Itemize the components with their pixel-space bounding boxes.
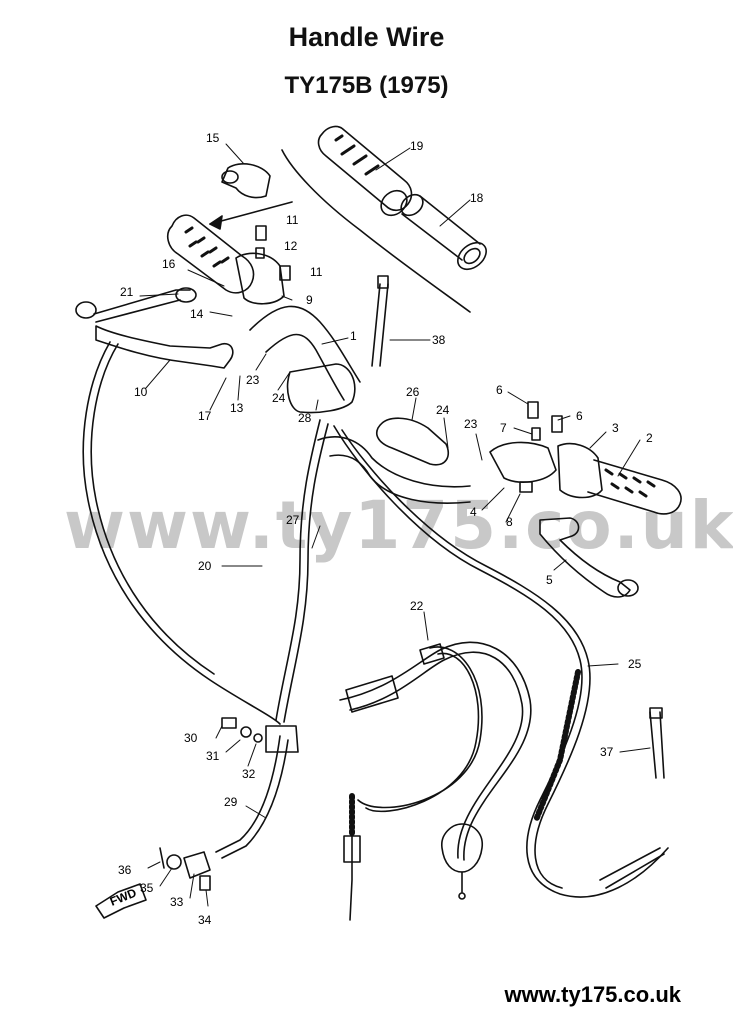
lever-5-ball-end [617,579,639,597]
spacer-12 [255,247,265,259]
pointer-arrow-line [209,201,293,225]
page-title: Handle Wire [288,22,445,52]
front-brake-lever-5 [539,517,631,598]
callout-11: 11 [310,265,323,279]
callout-34: 34 [198,913,212,927]
tie-strap-37 [649,711,665,779]
lever-ball-end [75,301,97,319]
callout-25: 25 [628,657,642,671]
strap-head [377,275,389,289]
callout-1: 1 [350,329,357,343]
bolt-34 [199,875,211,891]
callout-2: 2 [646,431,653,445]
callout-26: 26 [406,385,420,399]
callout-24: 24 [436,403,450,417]
throttle-tube-18 [400,193,487,271]
callout-13: 13 [230,401,244,415]
callout-38: 38 [432,333,446,347]
callout-4: 4 [470,505,477,519]
pin-36 [159,847,165,869]
callout-6: 6 [576,409,583,423]
callout-27: 27 [286,513,300,527]
lever-21-knob [175,287,197,303]
cable-25-spring [533,669,581,823]
callout-7: 7 [500,421,507,435]
callout-17: 17 [198,409,212,423]
fwd-label: FWD [108,885,139,908]
callout-23: 23 [246,373,260,387]
callout-16: 16 [162,257,176,271]
washer-32 [253,733,263,743]
bolt-11b [279,265,291,281]
callout-32: 32 [242,767,256,781]
callout-24: 24 [272,391,286,405]
cable-27 [275,419,329,723]
callout-9: 9 [306,293,313,307]
lever-21 [93,289,191,323]
washer-31 [240,726,252,738]
carb-boot [441,823,484,873]
callout-31: 31 [206,749,220,763]
carb-adjuster [343,835,361,863]
callout-33: 33 [170,895,184,909]
callout-35: 35 [140,881,154,895]
callout-20: 20 [198,559,212,573]
strap-37-head [649,707,663,719]
callout-37: 37 [600,745,614,759]
handlebar-1 [249,305,361,401]
bolt-11a [255,225,267,241]
cable-25 [333,425,669,898]
callout-5: 5 [546,573,553,587]
callout-14: 14 [190,307,204,321]
callout-29: 29 [224,795,238,809]
cable-22 [339,641,532,861]
throttle-cap-15 [221,163,271,199]
callout-22: 22 [410,599,424,613]
inset-bracket-line [281,149,471,313]
tie-strap-38 [371,283,389,367]
cable-20-inner [90,343,215,675]
cable-22-adjuster [345,675,399,713]
carb-nipple [458,892,466,900]
clutch-lever-10 [95,325,234,369]
callout-6: 6 [496,383,503,397]
cable-22-branch [357,646,483,813]
callout-23: 23 [464,417,478,431]
fwd-arrow: FWD [95,883,147,919]
callout-21: 21 [120,285,134,299]
bolt-30 [221,717,237,729]
cable-22-junction [419,643,445,665]
bracket-33 [183,851,211,879]
callout-8: 8 [506,515,513,529]
callout-28: 28 [298,411,312,425]
housing-28 [286,363,356,414]
callout-11: 11 [286,213,299,227]
callout-10: 10 [134,385,148,399]
callout-18: 18 [470,191,484,205]
callout-15: 15 [206,131,220,145]
cable-25-end [599,847,665,889]
right-grip-assembly [489,401,682,515]
callout-12: 12 [284,239,298,253]
left-grip [166,214,285,305]
housing-26 [376,417,450,466]
washer-35 [166,854,182,870]
callout-30: 30 [184,731,198,745]
callout-3: 3 [612,421,619,435]
callout-19: 19 [410,139,424,153]
page-subtitle: TY175B (1975) [284,72,449,99]
cap-hole [221,170,239,184]
callout-36: 36 [118,863,132,877]
pointer-arrowhead [209,215,223,230]
grip-19 [317,125,413,217]
leader-lines [139,143,651,907]
cable-20 [82,341,281,725]
cable-splitter [265,725,299,753]
footer-url: www.ty175.co.uk [504,982,681,1007]
